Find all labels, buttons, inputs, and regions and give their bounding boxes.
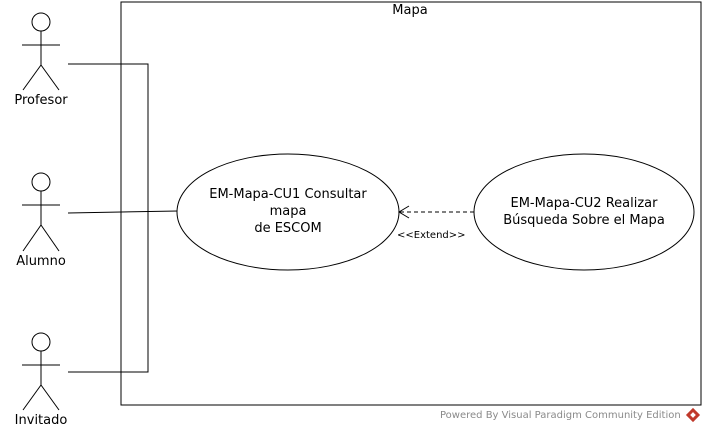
use-case-cu2-line2: Búsqueda Sobre el Mapa [503,213,665,228]
visual-paradigm-logo-icon [685,407,701,423]
extend-arrowhead [398,205,410,219]
system-title: Mapa [392,3,428,18]
footer-watermark: Powered By Visual Paradigm Community Edi… [440,410,681,421]
actor-alumno-figure[interactable] [22,172,60,252]
use-case-cu2-label: EM-Mapa-CU2 Realizar Búsqueda Sobre el M… [479,195,689,229]
use-case-cu1-label: EM-Mapa-CU1 Consultar mapa de ESCOM [188,186,388,237]
association-invitado [68,212,149,373]
use-case-cu1-line2: mapa [269,204,307,219]
actor-profesor-figure[interactable] [22,12,60,91]
extend-label: <<Extend>> [397,230,466,241]
actor-invitado-figure[interactable] [22,332,60,411]
system-boundary [120,1,702,406]
use-case-cu2-line1: EM-Mapa-CU2 Realizar [510,196,658,211]
actor-label-profesor: Profesor [14,93,68,108]
association-profesor [68,63,149,212]
actor-label-alumno: Alumno [16,254,66,269]
use-case-cu1-line1: EM-Mapa-CU1 Consultar [209,187,367,202]
actor-label-invitado: Invitado [14,413,68,428]
association-alumno [67,210,179,214]
use-case-cu1-line3: de ESCOM [254,221,322,236]
